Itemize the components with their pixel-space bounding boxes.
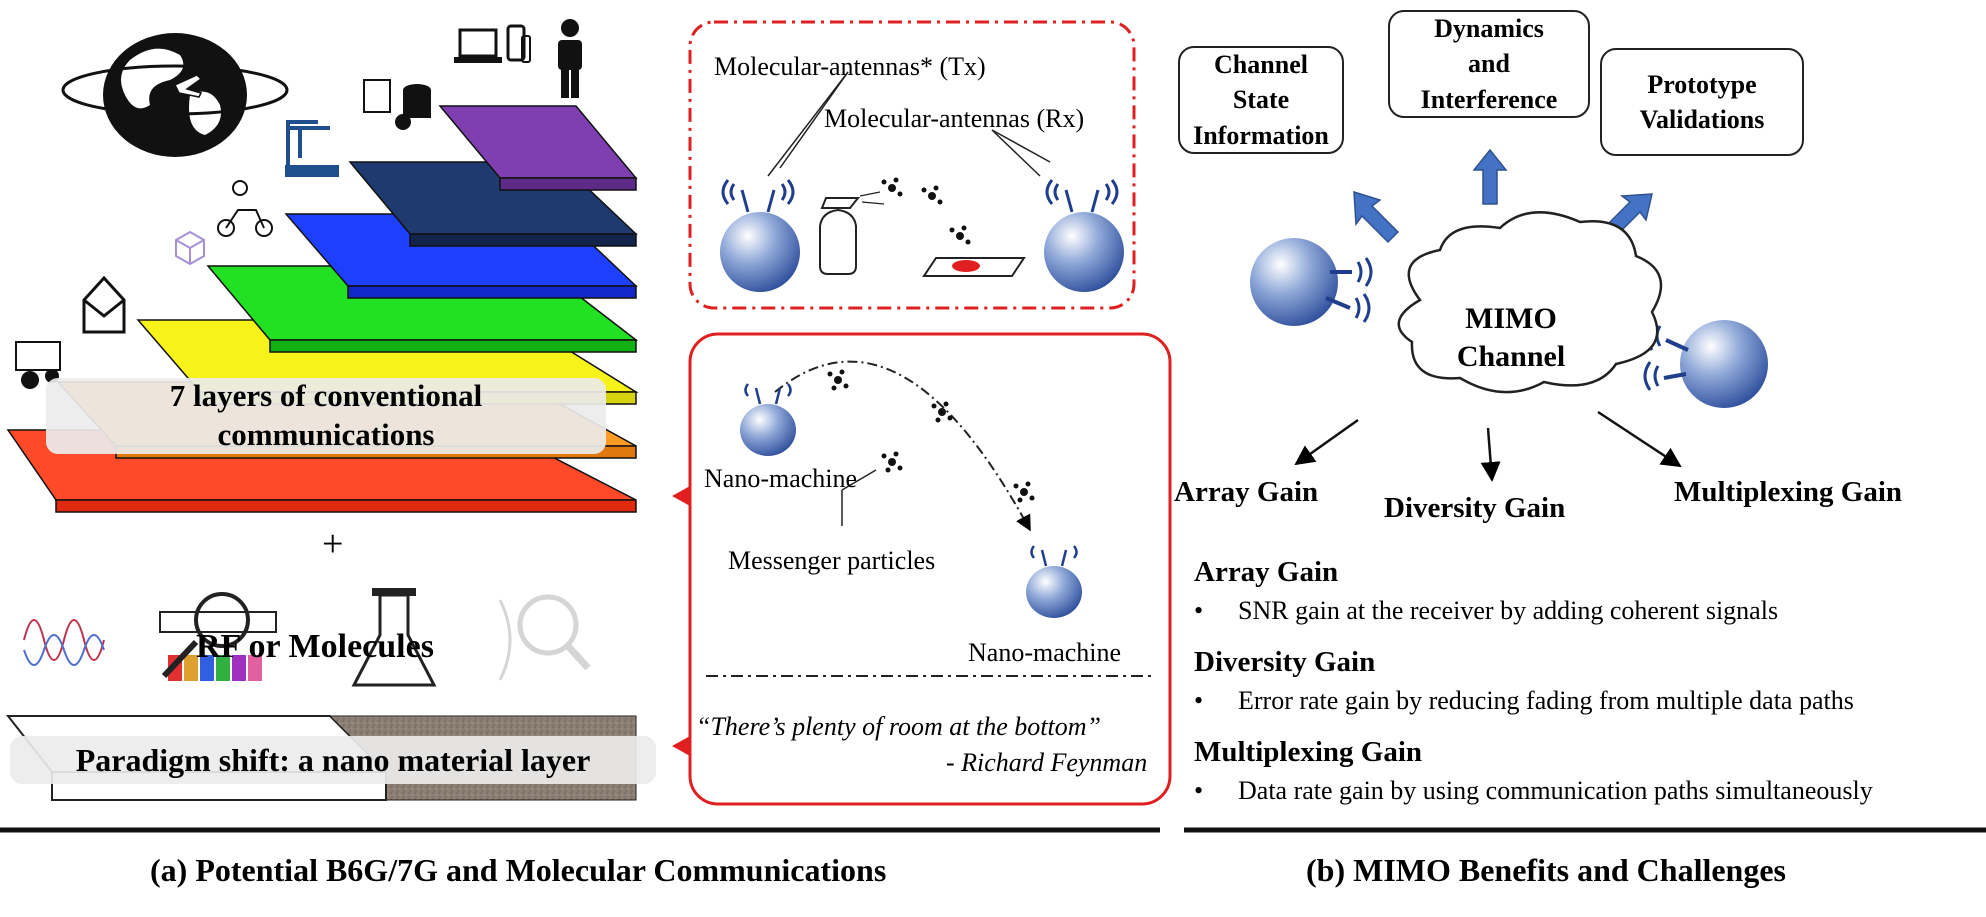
mail-icon (82, 275, 126, 334)
lab-flask-icon (351, 588, 437, 687)
dynamics-box: Dynamics and Interference (1388, 10, 1590, 118)
port-crane-icon (285, 120, 339, 177)
csi-line2: State (1232, 85, 1290, 115)
tx-sphere (720, 212, 800, 292)
left-caption: (a) Potential B6G/7G and Molecular Commu… (150, 852, 887, 888)
paradigm-label: Paradigm shift: a nano material layer (10, 736, 656, 784)
messenger-pointer (841, 469, 877, 491)
database-icon (363, 79, 431, 130)
dynamics-line1: Dynamics (1434, 14, 1544, 44)
prototype-line2: Validations (1639, 105, 1765, 134)
dynamics-line3: Interference (1420, 84, 1558, 114)
cloud-line1: MIMO (1465, 302, 1557, 335)
csi-line1: Channel (1214, 50, 1308, 80)
nano-box-pointer-bottom (672, 736, 690, 756)
nano-tx-antenna-icon (744, 383, 792, 405)
rf-label: RF or Molecules (196, 628, 434, 665)
bullet-symbol: • (1194, 596, 1204, 625)
nano-machine-rx (1026, 566, 1082, 618)
rx-antenna-icon (1045, 179, 1119, 213)
nano-rx-antenna-icon (1030, 545, 1078, 567)
csi-line3: Information (1193, 120, 1329, 150)
cloud-label: MIMO Channel (1448, 300, 1574, 375)
bullet-title-array: Array Gain (1194, 556, 1339, 588)
bullet-multiplexing: • Data rate gain by using communication p… (1194, 776, 1873, 806)
bullet-array: • SNR gain at the receiver by adding cohe… (1194, 596, 1778, 626)
dna-search-icon (498, 594, 591, 681)
prototype-line1: Prototype (1647, 69, 1757, 99)
bullet-text-multiplexing: Data rate gain by using communication pa… (1238, 776, 1873, 805)
rx-label: Molecular-antennas (Rx) (824, 104, 1085, 133)
bullet-symbol: • (1194, 686, 1204, 715)
tx-antenna-icon (721, 179, 795, 213)
tx-label: Molecular-antennas* (Tx) (714, 52, 986, 81)
mimo-tx-sphere (1250, 238, 1373, 326)
feynman-quote: “There’s plenty of room at the bottom” (696, 712, 1101, 741)
layers-label-line1: 7 layers of conventional (169, 378, 483, 414)
bullet-title-multiplexing: Multiplexing Gain (1194, 736, 1423, 768)
cloud-line2: Channel (1456, 339, 1566, 373)
mimo-rx-sphere (1643, 320, 1768, 408)
nano-machine-label-2: Nano-machine (968, 638, 1122, 667)
mimo-cloud (1397, 211, 1663, 394)
messenger-particles (827, 369, 1035, 503)
spray-bottle-icon (819, 191, 885, 275)
array-gain-label: Array Gain (1174, 476, 1319, 508)
globe-icon (61, 33, 289, 157)
layers-label: 7 layers of conventional communications (46, 378, 606, 454)
bullet-diversity: • Error rate gain by reducing fading from… (1194, 686, 1854, 716)
laptop-icon (454, 28, 502, 63)
nano-box (688, 332, 1172, 806)
box-icon (175, 230, 205, 266)
right-caption: (b) MIMO Benefits and Challenges (1306, 852, 1786, 888)
bullet-text-array: SNR gain at the receiver by adding coher… (1238, 596, 1779, 625)
diversity-gain-label: Diversity Gain (1384, 492, 1566, 524)
dynamics-line2: and (1468, 49, 1510, 79)
feynman-author: - Richard Feynman (946, 748, 1148, 777)
rf-wave-icon (23, 619, 105, 666)
rx-sphere (1044, 212, 1124, 292)
plus-sign: + (322, 523, 344, 565)
phone-icon (506, 24, 531, 63)
messenger-label: Messenger particles (728, 546, 936, 575)
nano-machine-label-1: Nano-machine (704, 464, 858, 493)
antenna-box (688, 20, 1136, 310)
spectrum-magnifier-icon (159, 592, 277, 681)
delivery-scooter-icon (217, 180, 273, 237)
csi-box: Channel State Information (1178, 46, 1344, 154)
bullet-symbol: • (1194, 776, 1204, 805)
person-icon (558, 19, 582, 98)
prototype-box: Prototype Validations (1600, 48, 1804, 156)
particle-trajectory (774, 360, 1031, 532)
gain-arrows (1294, 410, 1682, 482)
nano-box-pointer-top (672, 486, 690, 506)
molecule-icons (881, 177, 971, 245)
multiplexing-gain-label: Multiplexing Gain (1674, 476, 1903, 508)
nano-machine-tx (740, 404, 796, 456)
antenna-lines (767, 71, 1051, 177)
bullet-text-diversity: Error rate gain by reducing fading from … (1238, 686, 1854, 715)
layers-label-line2: communications (217, 417, 435, 452)
sensor-slide-icon (922, 257, 1026, 277)
bullet-title-diversity: Diversity Gain (1194, 646, 1376, 678)
